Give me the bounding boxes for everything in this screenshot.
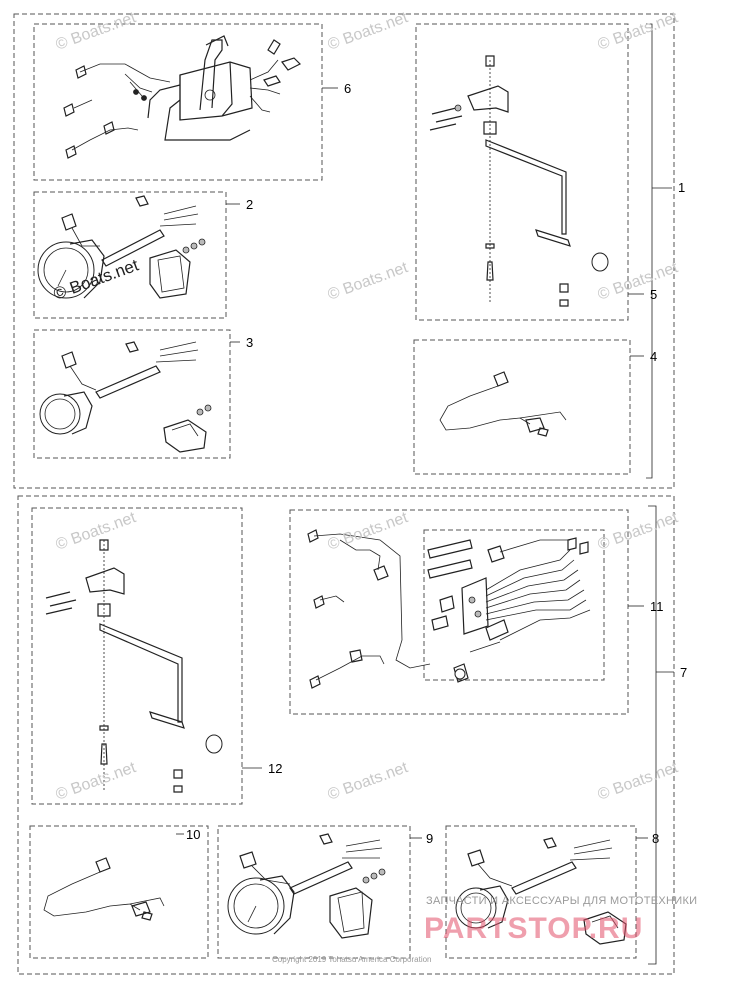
watermark: © Boats.net [326,9,411,54]
group-box-7 [17,495,675,975]
part-2-gauge-kit[interactable] [33,191,227,319]
part-6-remote-control[interactable] [33,23,323,181]
part-4-wire-harness[interactable] [413,339,631,475]
watermark: © Boats.net [326,759,411,804]
overlay-tagline: ЗАПЧАСТИ И АКСЕССУАРЫ ДЛЯ МОТОТЕХНИКИ [426,895,697,907]
overlay-brand: PARTSTOP.RU [424,912,643,945]
part-9-gauge-kit[interactable] [217,825,411,959]
leader-1 [646,23,672,479]
watermark: © Boats.net [54,9,139,54]
watermark: © Boats.net [596,259,681,304]
part-5-tiller-handle[interactable] [415,23,629,321]
watermark: © Boats.net [326,509,411,554]
watermark: © Boats.net [326,259,411,304]
part-11-switch-panel[interactable] [289,509,629,715]
callout-7: 7 [680,665,687,680]
watermark: © Boats.net [596,9,681,54]
part-8-gauge-kit[interactable] [445,825,637,959]
copyright-text: Copyright 2019 Tohatsu America Corporati… [272,955,432,964]
part-10-wire-harness[interactable] [29,825,209,959]
watermark: © Boats.net [596,509,681,554]
group-box-1 [13,13,675,489]
leader-7 [648,505,674,965]
callout-5: 5 [650,287,657,302]
watermark: © Boats.net [54,509,139,554]
callout-3: 3 [246,335,253,350]
callout-4: 4 [650,349,657,364]
callout-12: 12 [268,761,282,776]
watermark: © Boats.net [596,759,681,804]
callout-11: 11 [650,599,664,614]
callout-9: 9 [426,831,433,846]
callout-10: 10 [186,827,200,842]
callout-2: 2 [246,197,253,212]
watermarks: © Boats.net © Boats.net © Boats.net © Bo… [51,9,681,804]
watermark: © Boats.net [54,759,139,804]
part-3-gauge-kit[interactable] [33,329,231,459]
part-12-tiller-handle[interactable] [31,507,243,805]
callout-1: 1 [678,180,685,195]
callout-6: 6 [344,81,351,96]
callout-8: 8 [652,831,659,846]
